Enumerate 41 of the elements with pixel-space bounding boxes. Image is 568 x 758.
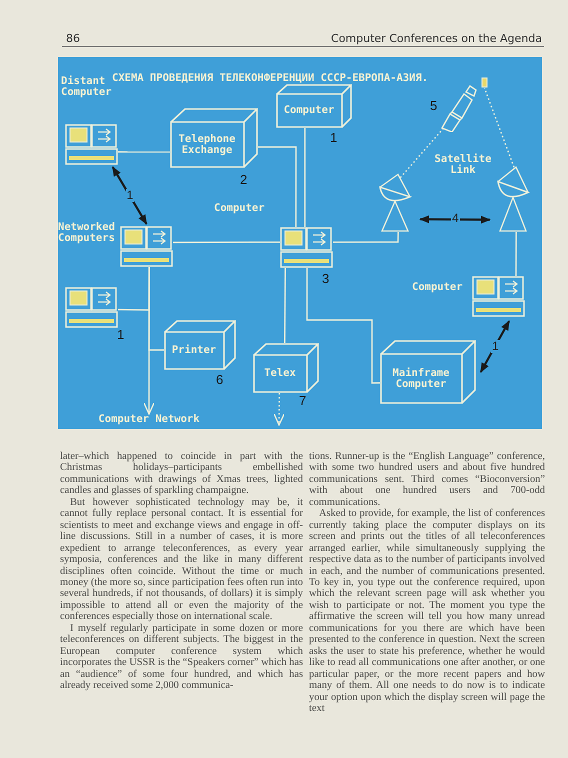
connector-line [306, 268, 380, 384]
article-paragraph: I myself regularly participate in some dozen or more teleconferences on different subjects. The biggest in the European computer conference system which incorporates the USSR is the “Speakers corner” which has an “audience” of some four hundred, and which has already received some 2,000 communica- [60, 622, 303, 692]
connector-line [515, 232, 517, 276]
arrow [112, 166, 148, 225]
callout-number: 1 [330, 130, 338, 145]
connector-line [304, 128, 306, 227]
connector-line [333, 232, 399, 243]
node-label: Distant Computer [61, 75, 112, 98]
page-number: 86 [66, 32, 80, 45]
article-paragraph: Asked to provide, for example, the list of conferences currently taking place the computer displays on its screen and prints out the titles of all teleconferences arranged earlier, while simultaneously supplying the respective data as to the number of participants involved in each, and the number of communications presented. To key in, you type out the conference required, upon which the relevant screen page will ask whether you wish to participate or not. The moment you type the affirmative the screen will tell you how many unread communications for you there are which have been presented to the conference in question. Next the screen asks the user to state his preference, whether he would like to read all communications one after another, or one particular paper, or the more recent papers and how many of them. All one needs to do now is to indicate your option upon which the display screen will page the text [309, 508, 545, 714]
connector-line [284, 268, 286, 343]
callout-number: 1 [117, 327, 124, 342]
node-label: Computer [284, 105, 334, 116]
callout-number: 6 [216, 372, 224, 387]
callout-number: 5 [430, 98, 438, 113]
connector-line [148, 267, 164, 351]
article-paragraph: tions. Runner-up is the “English Language” conference, with some two hundred users and about five hundred communications sent. Third comes “Bioconversion” with about one hundred users and 700-odd communications. [309, 451, 545, 508]
arrow [480, 320, 510, 373]
callout-number: 7 [299, 393, 306, 408]
node-label: Mainframe Computer [392, 368, 450, 390]
callout-number: 3 [322, 271, 330, 286]
connector-line [173, 241, 280, 244]
diagram-title: СХЕМА ПРОВЕДЕНИЯ ТЕЛЕКОНФЕРЕНЦИИ СССР-ЕВРОПА-АЗИЯ. [112, 73, 428, 84]
callout-number: 2 [240, 172, 248, 187]
article-paragraph: later–which happened to coincide in part with the Christmas holidays–participants embellished communications with drawings of Xmas trees, lighted candles and glasses of sparkling champaigne. [60, 451, 303, 497]
diagram-label: Satellite Link [434, 154, 492, 176]
connector-line [118, 151, 170, 153]
article-paragraph: But however sophisticated technology may be, it cannot fully replace personal contact. It is essential for scientists to meet and exchange views and engage in off-line discussions. Still in a number of cases, it is more expedient to arrange teleconferences, as every year symposia, conferences and the like in many different disciplines often coincide. Without the time or much money (the more so, since participation fees often run into several hundreds, if not thousands, of dollars) it is simply impossible to attend all or even the majority of the conferences especially those on international scale. [60, 496, 303, 623]
node-label: Telex [264, 368, 296, 380]
arrow [274, 393, 285, 426]
connector-line [400, 126, 445, 178]
node-label: Telephone Exchange [178, 134, 236, 156]
node-label: Networked Computers [58, 221, 115, 244]
connector-line [258, 146, 297, 227]
running-header: Computer Conferences on the Agenda [331, 32, 542, 45]
node-label: Computer [214, 202, 265, 214]
node-label: Computer Network [98, 413, 200, 425]
node-label: Computer [412, 281, 463, 293]
arrow [419, 215, 491, 224]
node-label: Printer [172, 345, 216, 356]
connector-line [484, 88, 515, 168]
